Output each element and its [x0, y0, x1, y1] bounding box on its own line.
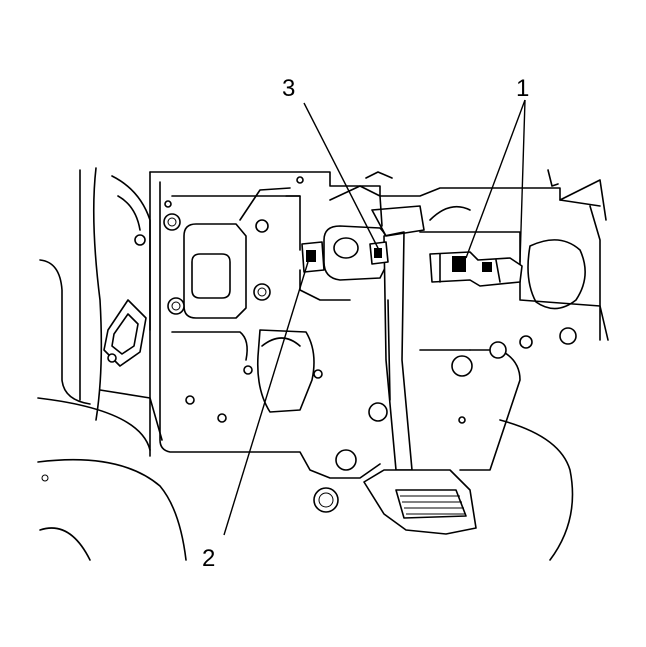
panel-holes	[313, 449, 357, 513]
callout-3-label: 3	[282, 75, 295, 102]
item-2-connector	[301, 241, 325, 273]
floor-console	[37, 397, 187, 561]
pedal-pad	[363, 469, 477, 535]
left-trim-panel	[39, 167, 163, 441]
dash-panel-plate	[149, 171, 601, 479]
callout-2-label: 2	[202, 545, 215, 572]
leader-lines	[223, 99, 526, 536]
item-3-switch	[369, 241, 389, 265]
callout-1-label: 1	[516, 75, 529, 102]
item-1-switch-connector	[429, 251, 523, 287]
mounting-studs	[107, 176, 323, 423]
brake-booster-body	[285, 171, 393, 301]
right-body-panel	[368, 169, 609, 561]
